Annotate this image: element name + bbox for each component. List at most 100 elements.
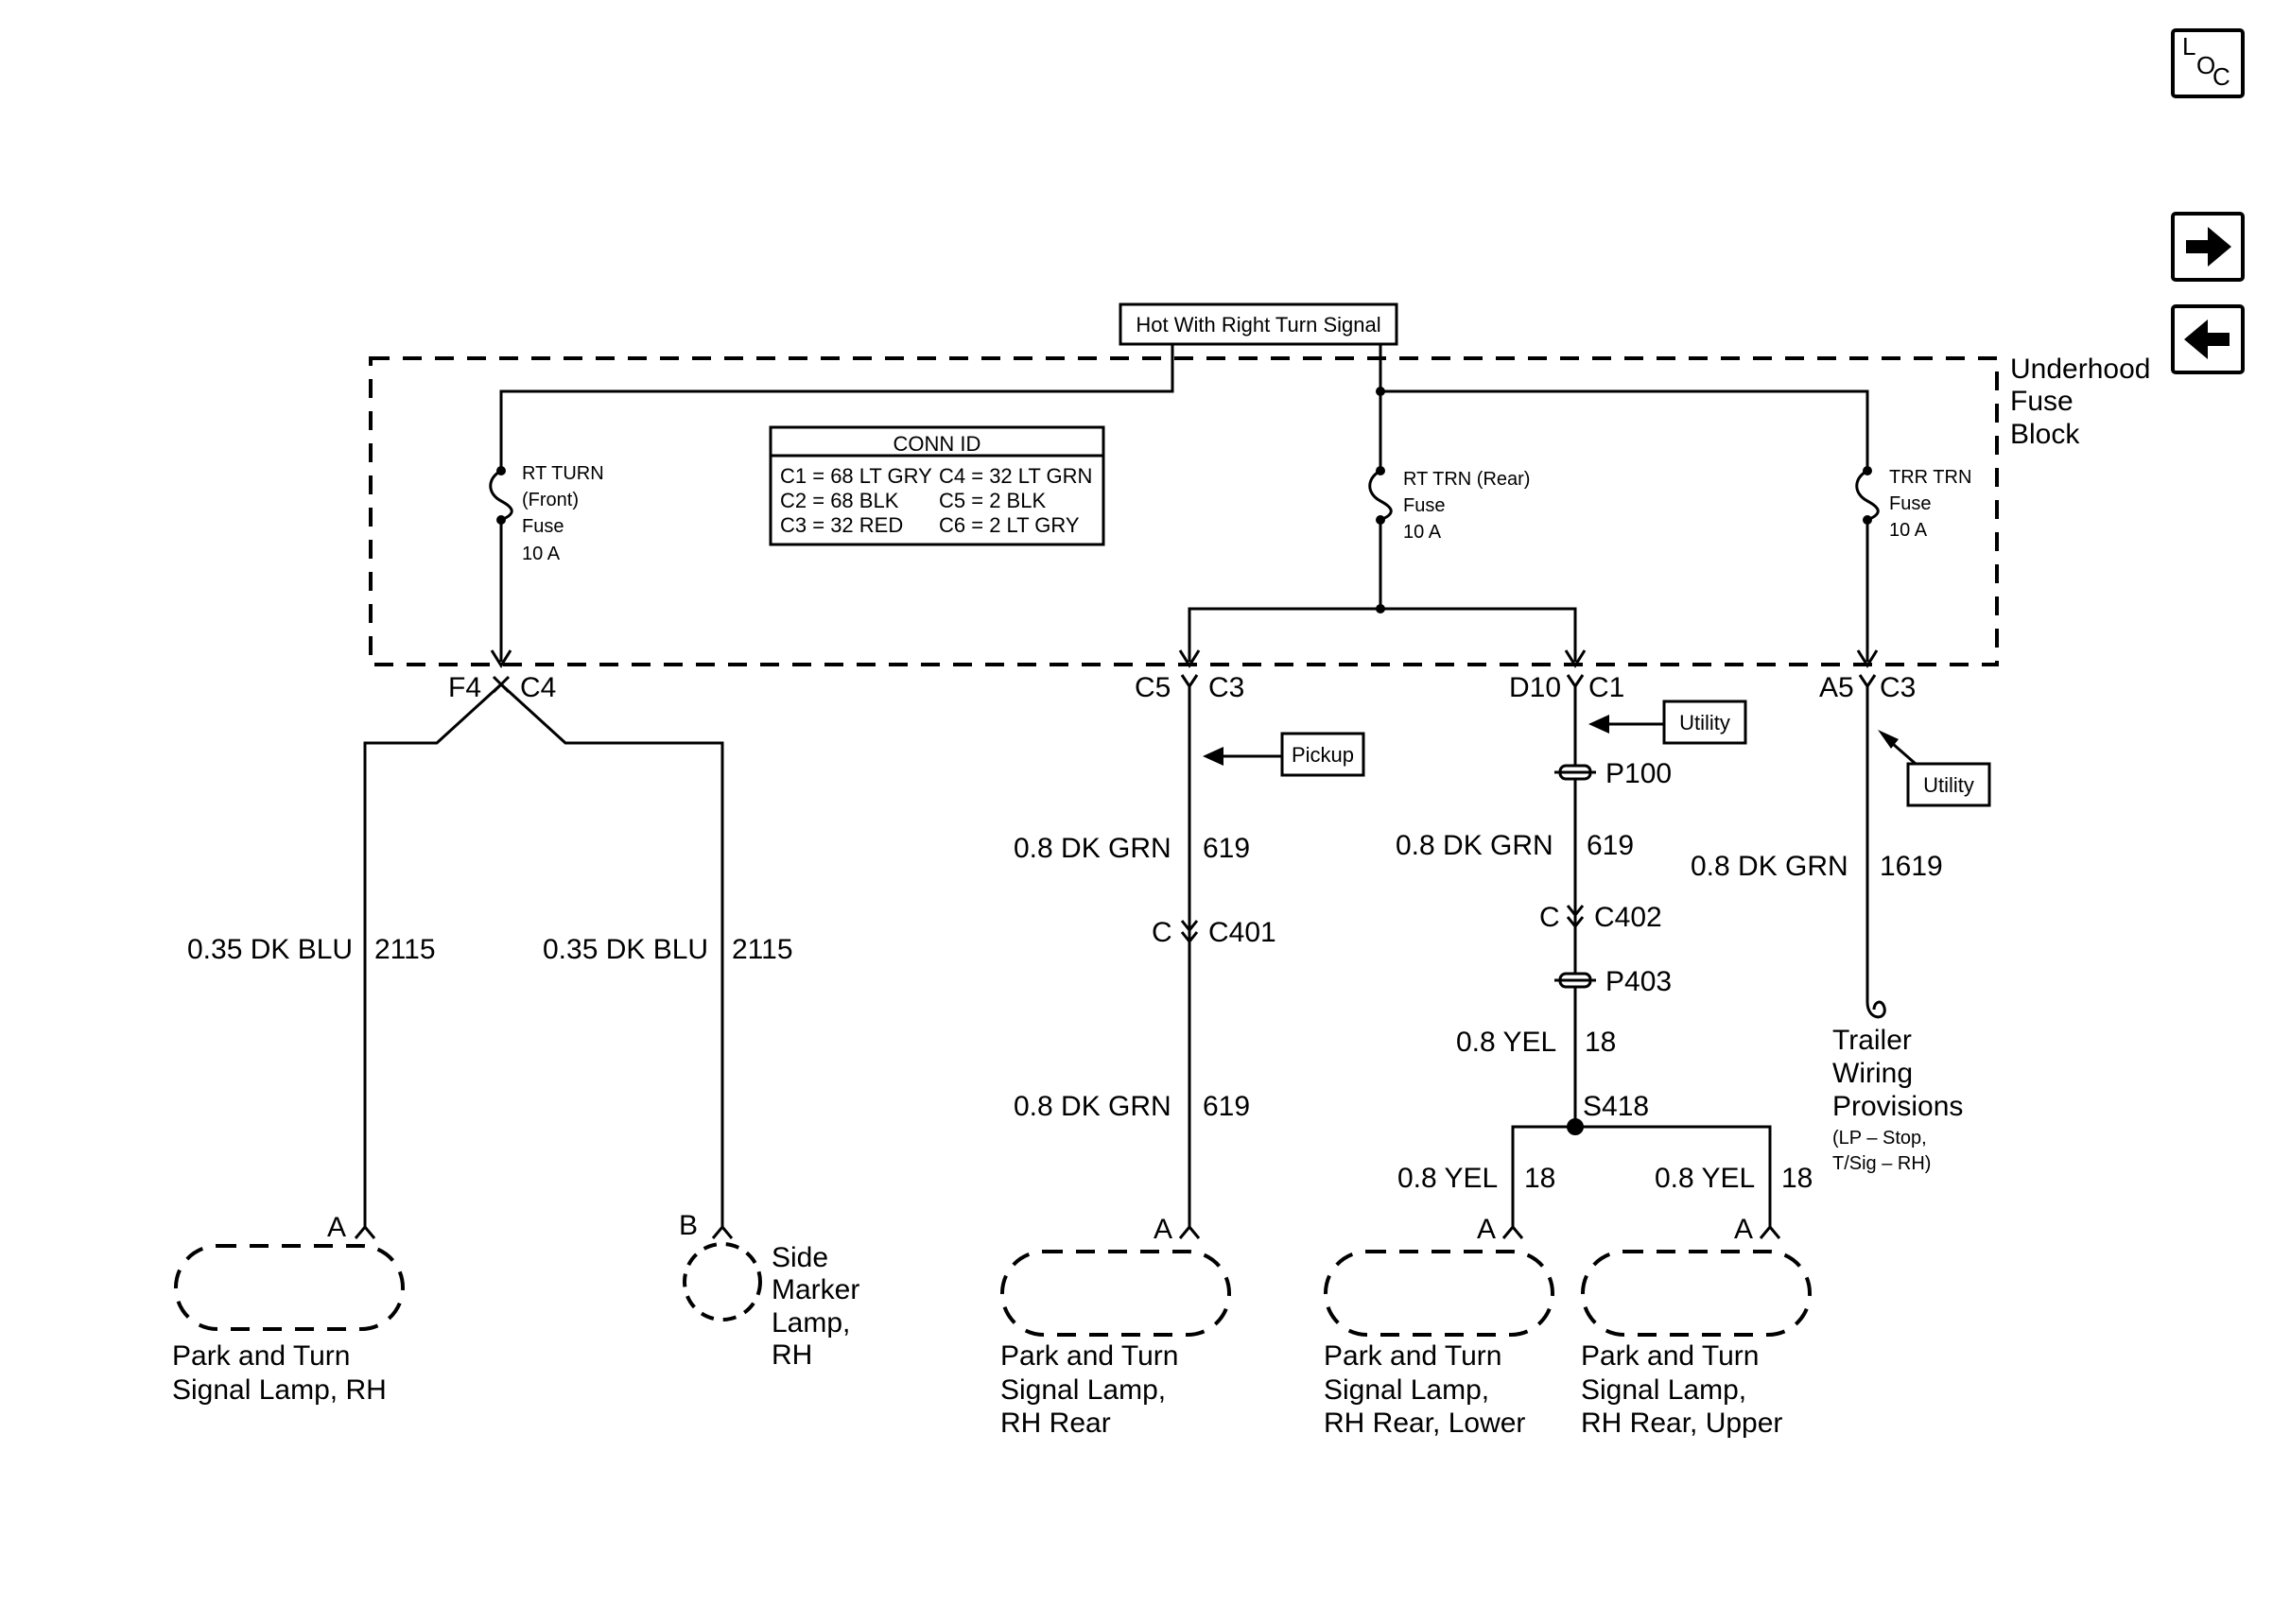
svg-text:C6 = 2 LT GRY: C6 = 2 LT GRY — [939, 513, 1080, 537]
svg-text:0.8 DK GRN: 0.8 DK GRN — [1691, 851, 1848, 882]
svg-text:Wiring: Wiring — [1832, 1058, 1913, 1089]
svg-text:Park and Turn: Park and Turn — [1324, 1340, 1501, 1372]
svg-text:Side: Side — [772, 1242, 828, 1273]
svg-text:Park and Turn: Park and Turn — [172, 1340, 350, 1372]
svg-text:P403: P403 — [1605, 966, 1672, 997]
svg-text:S418: S418 — [1583, 1091, 1649, 1122]
circuit-619-pickup: C5 C3 0.8 DK GRN 619 C C401 0.8 DK GRN 6… — [1014, 672, 1276, 1245]
svg-text:A: A — [1154, 1214, 1172, 1245]
svg-text:10 A: 10 A — [1889, 520, 1928, 541]
svg-text:Park and Turn: Park and Turn — [1581, 1340, 1759, 1372]
circuit-2115: F4 C4 0.35 DK BLU 2115 0.35 DK BLU 2115 … — [187, 672, 793, 1243]
park-turn-lamp-rh-rear-lower: Park and Turn Signal Lamp, RH Rear, Lowe… — [1324, 1250, 1554, 1439]
svg-text:0.8 YEL: 0.8 YEL — [1655, 1163, 1755, 1194]
svg-text:C4 = 32 LT GRN: C4 = 32 LT GRN — [939, 464, 1092, 488]
svg-text:Trailer: Trailer — [1832, 1025, 1912, 1056]
connector-d10: D10 — [1509, 672, 1561, 703]
park-turn-lamp-rh-rear-upper: Park and Turn Signal Lamp, RH Rear, Uppe… — [1581, 1250, 1812, 1439]
circuit-619-utility: D10 C1 P100 0.8 DK GRN 619 C C402 P403 0… — [1396, 672, 1813, 1245]
svg-text:(LP – Stop,: (LP – Stop, — [1832, 1128, 1927, 1149]
svg-text:2115: 2115 — [732, 934, 793, 965]
svg-text:18: 18 — [1781, 1163, 1813, 1194]
svg-text:C: C — [1539, 902, 1560, 933]
svg-text:Block: Block — [2010, 419, 2080, 450]
svg-text:RH: RH — [772, 1339, 812, 1371]
svg-text:0.8 DK GRN: 0.8 DK GRN — [1396, 830, 1553, 861]
svg-text:18: 18 — [1524, 1163, 1555, 1194]
svg-text:0.8 DK GRN: 0.8 DK GRN — [1014, 833, 1171, 864]
svg-text:2115: 2115 — [374, 934, 436, 965]
connector-f4: F4 — [448, 672, 481, 703]
underhood-fuse-block-label: Underhood Fuse Block — [2010, 354, 2150, 450]
conn-id-table: CONN ID C1 = 68 LT GRY C2 = 68 BLK C3 = … — [769, 425, 1105, 546]
svg-text:0.35 DK BLU: 0.35 DK BLU — [543, 934, 708, 965]
park-turn-lamp-rh-rear: Park and Turn Signal Lamp, RH Rear — [1000, 1250, 1231, 1439]
connector-c3: C3 — [1208, 672, 1244, 703]
svg-text:Fuse: Fuse — [1403, 495, 1445, 516]
svg-text:0.35 DK BLU: 0.35 DK BLU — [187, 934, 353, 965]
loc-button[interactable]: L O C — [2171, 28, 2245, 98]
svg-text:Underhood: Underhood — [2010, 354, 2150, 385]
loc-letter-c: C — [2212, 62, 2230, 91]
svg-text:18: 18 — [1585, 1027, 1616, 1058]
svg-text:Signal Lamp,: Signal Lamp, — [1000, 1374, 1166, 1406]
arrow-right-icon — [2186, 227, 2231, 267]
svg-text:Signal Lamp, RH: Signal Lamp, RH — [172, 1374, 387, 1406]
connector-c4: C4 — [520, 672, 556, 703]
next-page-button[interactable] — [2171, 212, 2245, 282]
hot-with-right-turn-signal-box: Hot With Right Turn Signal — [1119, 302, 1398, 346]
supply-bus — [499, 344, 1869, 471]
trailer-wiring-provisions: Trailer Wiring Provisions (LP – Stop, T/… — [1832, 1025, 1963, 1174]
svg-text:Provisions: Provisions — [1832, 1091, 1963, 1122]
svg-text:0.8 YEL: 0.8 YEL — [1397, 1163, 1498, 1194]
svg-text:RH Rear: RH Rear — [1000, 1408, 1111, 1439]
side-marker-lamp-rh: Side Marker Lamp, RH — [683, 1242, 859, 1371]
svg-text:Marker: Marker — [772, 1274, 859, 1305]
svg-text:Hot With Right Turn Signal: Hot With Right Turn Signal — [1136, 313, 1380, 337]
svg-text:C5 = 2 BLK: C5 = 2 BLK — [939, 489, 1046, 512]
connector-a5: A5 — [1819, 672, 1854, 703]
svg-text:Park and Turn: Park and Turn — [1000, 1340, 1178, 1372]
connector-c3-trailer: C3 — [1880, 672, 1916, 703]
svg-text:Signal Lamp,: Signal Lamp, — [1324, 1374, 1489, 1406]
svg-text:Utility: Utility — [1923, 773, 1974, 797]
svg-text:1619: 1619 — [1880, 851, 1943, 882]
svg-text:A: A — [327, 1212, 346, 1243]
svg-text:Lamp,: Lamp, — [772, 1307, 850, 1339]
svg-text:C402: C402 — [1594, 902, 1662, 933]
svg-text:CONN ID: CONN ID — [894, 432, 981, 456]
svg-text:Fuse: Fuse — [1889, 493, 1931, 514]
connector-c5: C5 — [1135, 672, 1171, 703]
svg-text:Pickup: Pickup — [1292, 743, 1354, 767]
arrow-left-icon — [2184, 320, 2230, 359]
svg-text:RT TURN: RT TURN — [522, 463, 604, 484]
svg-text:619: 619 — [1203, 1091, 1250, 1122]
svg-text:0.8 YEL: 0.8 YEL — [1456, 1027, 1556, 1058]
circuit-1619-trailer: A5 C3 0.8 DK GRN 1619 — [1691, 672, 1943, 1019]
utility-option-label-1: Utility — [1588, 700, 1747, 745]
underhood-fuse-block-outline — [369, 356, 1999, 666]
svg-text:Fuse: Fuse — [522, 516, 564, 537]
svg-text:0.8 DK GRN: 0.8 DK GRN — [1014, 1091, 1171, 1122]
svg-text:C: C — [1152, 917, 1172, 948]
svg-text:619: 619 — [1587, 830, 1634, 861]
svg-text:C1 = 68 LT GRY: C1 = 68 LT GRY — [780, 464, 932, 488]
svg-text:10 A: 10 A — [1403, 522, 1442, 543]
trr-trn-fuse: TRR TRN Fuse 10 A — [1855, 466, 1971, 668]
svg-text:B: B — [679, 1210, 698, 1241]
svg-text:Utility: Utility — [1679, 711, 1730, 734]
svg-text:RH Rear, Lower: RH Rear, Lower — [1324, 1408, 1525, 1439]
svg-text:C3 = 32 RED: C3 = 32 RED — [780, 513, 903, 537]
svg-text:Signal Lamp,: Signal Lamp, — [1581, 1374, 1746, 1406]
pickup-option-label: Pickup — [1203, 732, 1365, 777]
svg-text:P100: P100 — [1605, 758, 1672, 789]
svg-text:C401: C401 — [1208, 917, 1276, 948]
loc-letter-l: L — [2182, 32, 2195, 60]
svg-text:T/Sig – RH): T/Sig – RH) — [1832, 1153, 1931, 1174]
rt-turn-front-fuse: RT TURN (Front) Fuse 10 A — [489, 463, 604, 668]
svg-text:(Front): (Front) — [522, 490, 579, 510]
svg-text:A: A — [1734, 1214, 1753, 1245]
rt-trn-rear-fuse: RT TRN (Rear) Fuse 10 A — [1178, 391, 1587, 668]
previous-page-button[interactable] — [2171, 304, 2245, 374]
